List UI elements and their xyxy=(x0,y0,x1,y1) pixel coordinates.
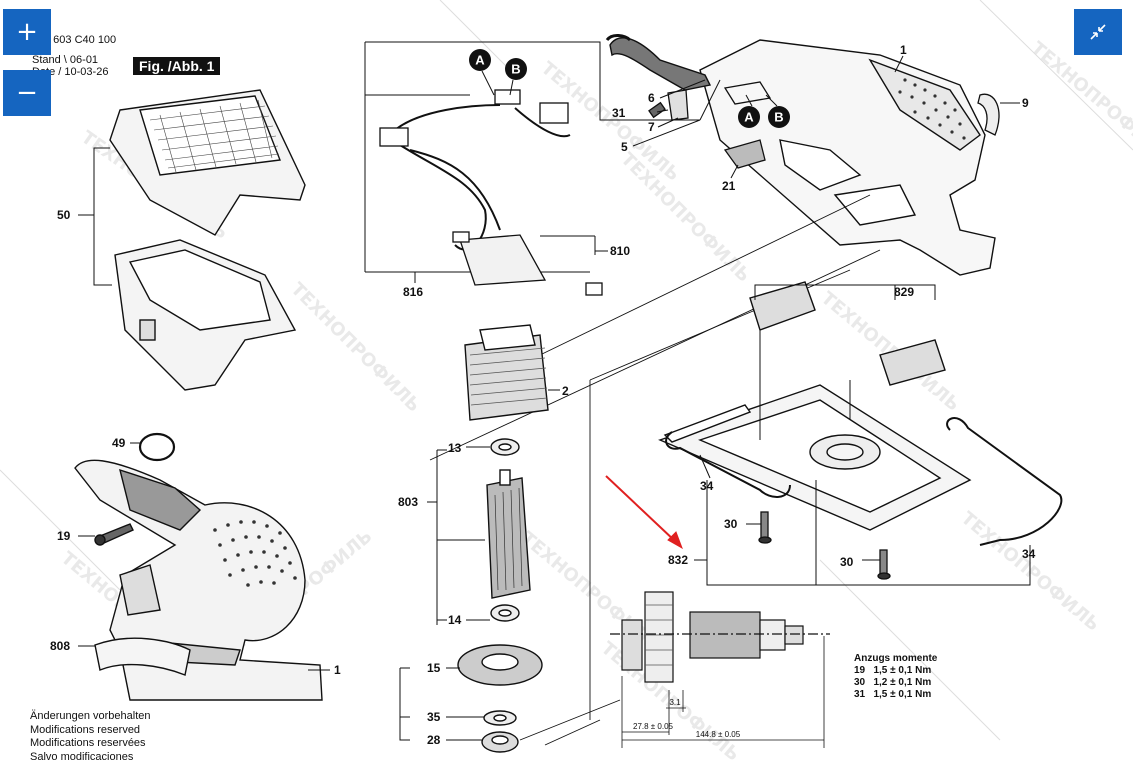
stand-date: Stand \ 06-01 xyxy=(32,54,99,66)
base-screws xyxy=(758,511,891,580)
callout-5: 5 xyxy=(621,140,628,154)
dimension-3-1: 3.1 xyxy=(669,698,681,707)
torque-row: 31 1,5 ± 0,1 Nm xyxy=(854,689,937,701)
plus-icon: + xyxy=(16,17,38,47)
wiring-parts xyxy=(379,89,603,296)
callout-34-right: 34 xyxy=(1022,547,1036,561)
callout-30-left: 30 xyxy=(724,517,738,531)
document-number: 3 603 C40 100 xyxy=(44,34,117,46)
motor-bearings-and-fan xyxy=(457,438,543,753)
torque-pos: 19 xyxy=(854,665,866,676)
callout-lines-motor xyxy=(399,389,560,741)
callout-lines-top-right xyxy=(632,55,1020,179)
callout-31: 31 xyxy=(612,106,626,120)
motor-stator xyxy=(464,324,549,421)
dimension-27-8: 27.8 ± 0.05 xyxy=(633,722,674,731)
footer-note: Änderungen vorbehalten xyxy=(30,710,151,722)
revision-date: Date / 10-03-26 xyxy=(32,66,109,78)
callout-49: 49 xyxy=(112,436,126,450)
connector-callouts-housing: A B xyxy=(738,94,790,128)
footer-note: Modifications reserved xyxy=(30,723,141,736)
callout-832: 832 xyxy=(668,553,688,567)
callout-30-right: 30 xyxy=(840,555,854,569)
highlight-arrow xyxy=(605,475,683,550)
callout-34-left: 34 xyxy=(700,479,714,493)
callout-816: 816 xyxy=(403,285,423,299)
torque-value: 1,2 ± 0,1 Nm xyxy=(873,677,932,688)
torque-table: Anzugs momente 19 1,5 ± 0,1 Nm 30 1,2 ± … xyxy=(854,653,937,701)
torque-pos: 31 xyxy=(854,689,866,700)
housing-half xyxy=(699,39,996,276)
callout-2: 2 xyxy=(562,384,569,398)
cable-harness xyxy=(394,104,571,251)
figure-label: Fig. /Abb. 1 xyxy=(133,57,221,75)
callout-28: 28 xyxy=(427,733,441,747)
torque-title: Anzugs momente xyxy=(854,653,938,664)
callout-numbers: 1 9 6 31 7 5 21 810 816 829 50 2 13 803 … xyxy=(50,43,1036,747)
footer-note: Salvo modificaciones xyxy=(30,750,134,763)
left-small-parts xyxy=(94,432,191,676)
callout-13: 13 xyxy=(448,441,462,455)
watermark-text: ТЕХНОПРОФИЛЬ xyxy=(286,279,424,417)
fullscreen-button[interactable] xyxy=(1074,9,1122,55)
callout-50: 50 xyxy=(57,208,71,222)
cable-sleeve xyxy=(605,34,712,91)
callout-lines-base xyxy=(694,284,1031,586)
callout-lines-50 xyxy=(78,147,112,286)
watermark-text: ТЕХНОПРОФИЛЬ xyxy=(616,149,754,287)
torque-value: 1,5 ± 0,1 Nm xyxy=(873,665,932,676)
torque-row: 19 1,5 ± 0,1 Nm xyxy=(854,665,937,677)
torque-row: 30 1,2 ± 0,1 Nm xyxy=(854,677,937,689)
dust-box-assembly xyxy=(109,89,306,391)
callout-9: 9 xyxy=(1022,96,1029,110)
callout-1-sander: 1 xyxy=(334,663,341,677)
callout-1: 1 xyxy=(900,43,907,57)
armature-dimension-drawing xyxy=(610,591,830,683)
dimension-144-8: 144.8 ± 0.05 xyxy=(696,730,741,739)
callout-829: 829 xyxy=(894,285,914,299)
callout-21: 21 xyxy=(722,179,736,193)
callout-7: 7 xyxy=(648,120,655,134)
callout-19: 19 xyxy=(57,529,71,543)
callout-lines-left xyxy=(78,442,330,671)
callout-15: 15 xyxy=(427,661,441,675)
dimension-lines xyxy=(621,636,825,748)
footer-notes: Änderungen vorbehalten Modifications res… xyxy=(30,710,150,764)
callout-A: A xyxy=(744,110,754,125)
callout-A: A xyxy=(475,53,485,68)
callout-B: B xyxy=(511,62,520,77)
torque-value: 1,5 ± 0,1 Nm xyxy=(873,689,932,700)
small-parts-top xyxy=(648,81,1000,169)
clamp-levers xyxy=(665,417,1063,546)
footer-note: Modifications reservées xyxy=(30,737,146,749)
callout-B: B xyxy=(774,110,783,125)
callout-6: 6 xyxy=(648,91,655,105)
zoom-out-button[interactable]: − xyxy=(3,70,51,116)
callout-35: 35 xyxy=(427,710,441,724)
callout-810: 810 xyxy=(610,244,630,258)
callout-14: 14 xyxy=(448,613,462,627)
minus-icon: − xyxy=(16,78,38,108)
callout-808: 808 xyxy=(50,639,70,653)
callout-803: 803 xyxy=(398,495,418,509)
zoom-in-button[interactable]: + xyxy=(3,9,51,55)
collapse-icon xyxy=(1090,24,1106,40)
torque-pos: 30 xyxy=(854,677,866,688)
watermark-text: ТЕХНОПРОФИЛЬ xyxy=(1027,38,1133,166)
connector-callouts-wiring: A B xyxy=(469,49,527,96)
